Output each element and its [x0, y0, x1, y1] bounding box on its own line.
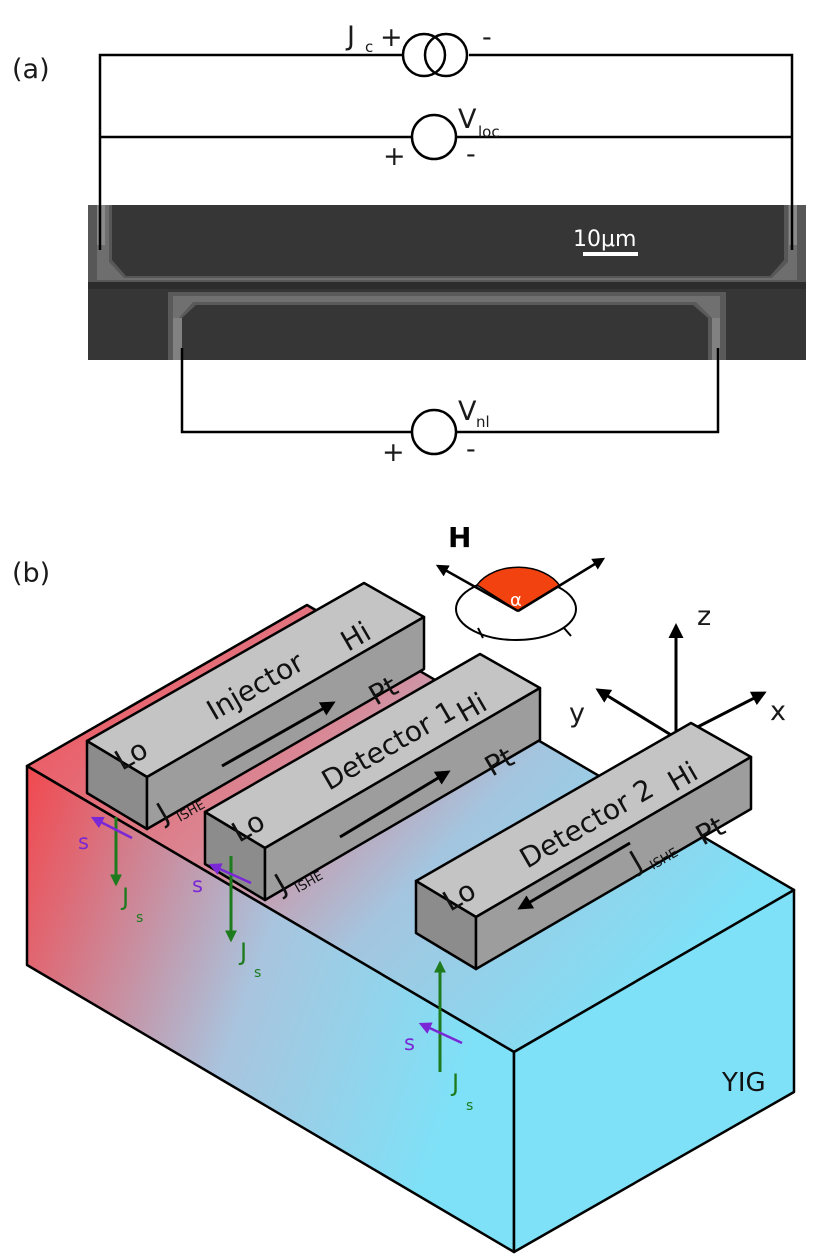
sem-micrograph — [88, 205, 806, 360]
spin-label-detector-1: s — [192, 873, 203, 897]
yig-label: YIG — [721, 1068, 766, 1098]
spin-current-label-detector-2: J — [450, 1069, 459, 1097]
local-circuit-wires — [98, 53, 794, 250]
axis-y-label: y — [569, 698, 585, 729]
spin-label-detector-2: s — [404, 1031, 415, 1055]
jc-subscript: c — [365, 38, 373, 56]
scale-bar — [583, 252, 638, 256]
field-arrow-left — [435, 564, 519, 613]
vloc-minus: - — [466, 139, 476, 170]
spin-current-sub-injector: s — [136, 910, 143, 926]
vnl-label: V — [458, 396, 477, 427]
local-voltmeter-icon — [410, 113, 458, 161]
vnl-minus: - — [466, 434, 476, 465]
field-label: H — [448, 521, 471, 554]
nonlocal-voltmeter-icon — [410, 408, 458, 456]
panel-a: (a) J c + - V loc + - — [12, 21, 806, 468]
axis-x-label: x — [770, 696, 786, 727]
current-source-icon — [401, 32, 469, 78]
field-arrow-right — [517, 557, 606, 613]
injector-bar — [85, 581, 426, 831]
panel-b-label: (b) — [12, 558, 50, 589]
spin-current-sub-detector-2: s — [466, 1098, 473, 1114]
spin-current-sub-detector-1: s — [254, 965, 261, 981]
nonlocal-circuit-wires — [180, 348, 720, 434]
angle-label: α — [510, 590, 522, 611]
vloc-subscript: loc — [478, 123, 500, 141]
panel-a-label: (a) — [12, 54, 50, 85]
jc-plus: + — [380, 22, 403, 53]
spin-arrow-detector-2 — [418, 1022, 463, 1045]
spin-arrow-detector-1 — [208, 863, 252, 885]
vnl-subscript: nl — [476, 413, 490, 431]
vloc-plus: + — [383, 141, 406, 172]
spin-arrow-injector — [90, 816, 133, 840]
jc-minus: - — [482, 22, 492, 53]
field-angle-indicator — [435, 557, 606, 641]
axis-z-label: z — [697, 601, 711, 632]
vnl-plus: + — [382, 437, 405, 468]
panel-b: (b) H α z y x YIG — [12, 521, 796, 1254]
coordinate-axes — [595, 623, 767, 740]
jc-label: J — [345, 21, 355, 52]
angle-wedge — [475, 566, 562, 612]
vloc-label: V — [458, 104, 477, 135]
spin-current-label-injector: J — [120, 883, 129, 911]
spin-label-injector: s — [78, 830, 89, 854]
spin-current-label-detector-1: J — [238, 938, 247, 966]
detector-2-bar — [414, 721, 753, 971]
detector-1-bar — [203, 652, 542, 902]
scale-bar-label: 10μm — [573, 227, 636, 252]
